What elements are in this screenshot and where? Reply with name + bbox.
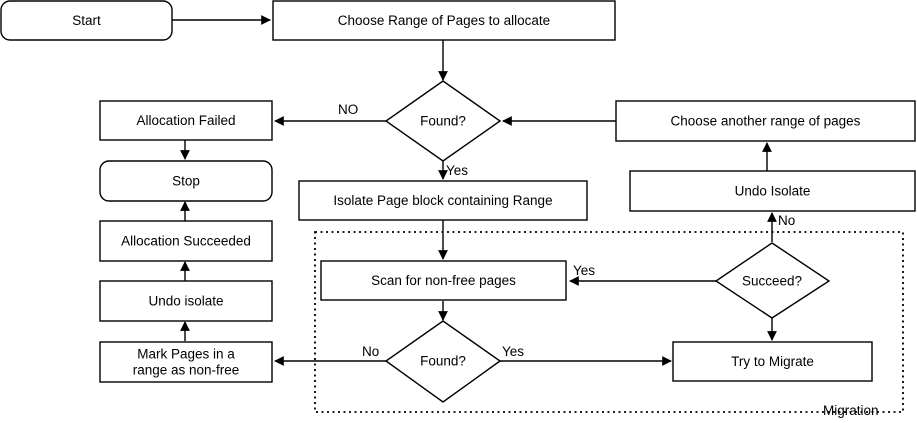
isolate-process-shape	[298, 180, 588, 221]
node-undo-isolate-top[interactable]: Undo Isolate	[629, 170, 916, 212]
edge-label-found2-no: No	[362, 344, 379, 359]
allocation-failed-label: Allocation Failed	[136, 113, 235, 128]
stop-label: Stop	[172, 174, 200, 189]
start-label: Start	[72, 13, 101, 28]
edge-label-succeed-yes: Yes	[573, 263, 595, 278]
try-migrate-process-shape	[672, 341, 873, 382]
node-start[interactable]: Start	[0, 0, 173, 41]
stop-terminal-shape	[99, 160, 273, 202]
mark-pages-process-shape	[99, 341, 273, 383]
undo-isolate-top-label: Undo Isolate	[735, 184, 811, 199]
mark-pages-label-line-1: Mark Pages in a	[137, 347, 235, 362]
choose-range-process-shape	[272, 0, 616, 41]
node-choose-another[interactable]: Choose another range of pages	[615, 100, 916, 142]
migration-group-label: Migration	[823, 403, 879, 418]
try-migrate-label: Try to Migrate	[731, 354, 814, 369]
mark-pages-label-line-2: range as non-free	[133, 363, 240, 378]
choose-another-label: Choose another range of pages	[671, 114, 861, 129]
allocation-succeeded-label: Allocation Succeeded	[121, 234, 251, 249]
undo-isolate-bottom-process-shape	[99, 280, 273, 322]
scan-process-shape	[320, 260, 567, 301]
node-succeed[interactable]: Succeed?	[714, 242, 831, 319]
node-undo-isolate-bottom[interactable]: Undo isolate	[99, 280, 273, 322]
edge-label-succeed-no: No	[778, 213, 795, 228]
choose-another-process-shape	[615, 100, 916, 142]
allocation-failed-process-shape	[99, 100, 273, 141]
undo-isolate-top-process-shape	[629, 170, 916, 212]
node-allocation-succeeded[interactable]: Allocation Succeeded	[99, 220, 273, 262]
edge-label-found1-no: NO	[338, 102, 358, 117]
edge-label-found2-yes: Yes	[502, 344, 524, 359]
allocation-succeeded-process-shape	[99, 220, 273, 262]
found-2-label: Found?	[420, 354, 466, 369]
migration-group-border	[314, 231, 904, 413]
found-1-decision-shape	[384, 80, 502, 162]
node-scan[interactable]: Scan for non-free pages	[320, 260, 567, 301]
node-mark-pages[interactable]: Mark Pages in a range as non-free	[99, 341, 273, 383]
node-found-2[interactable]: Found?	[384, 320, 502, 403]
node-found-1[interactable]: Found?	[384, 80, 502, 162]
isolate-label: Isolate Page block containing Range	[333, 193, 552, 208]
scan-label: Scan for non-free pages	[371, 273, 516, 288]
edge-label-found1-yes: Yes	[446, 163, 468, 178]
found-1-label: Found?	[420, 114, 466, 129]
undo-isolate-bottom-label: Undo isolate	[148, 294, 223, 309]
choose-range-label: Choose Range of Pages to allocate	[338, 13, 550, 28]
node-stop[interactable]: Stop	[99, 160, 273, 202]
edges	[172, 15, 777, 366]
node-isolate[interactable]: Isolate Page block containing Range	[298, 180, 588, 221]
succeed-label: Succeed?	[742, 274, 802, 289]
node-allocation-failed[interactable]: Allocation Failed	[99, 100, 273, 141]
found-2-decision-shape	[384, 320, 502, 403]
start-terminal-shape	[0, 0, 173, 41]
succeed-decision-shape	[714, 242, 831, 319]
node-choose-range[interactable]: Choose Range of Pages to allocate	[272, 0, 616, 41]
node-try-migrate[interactable]: Try to Migrate	[672, 341, 873, 382]
